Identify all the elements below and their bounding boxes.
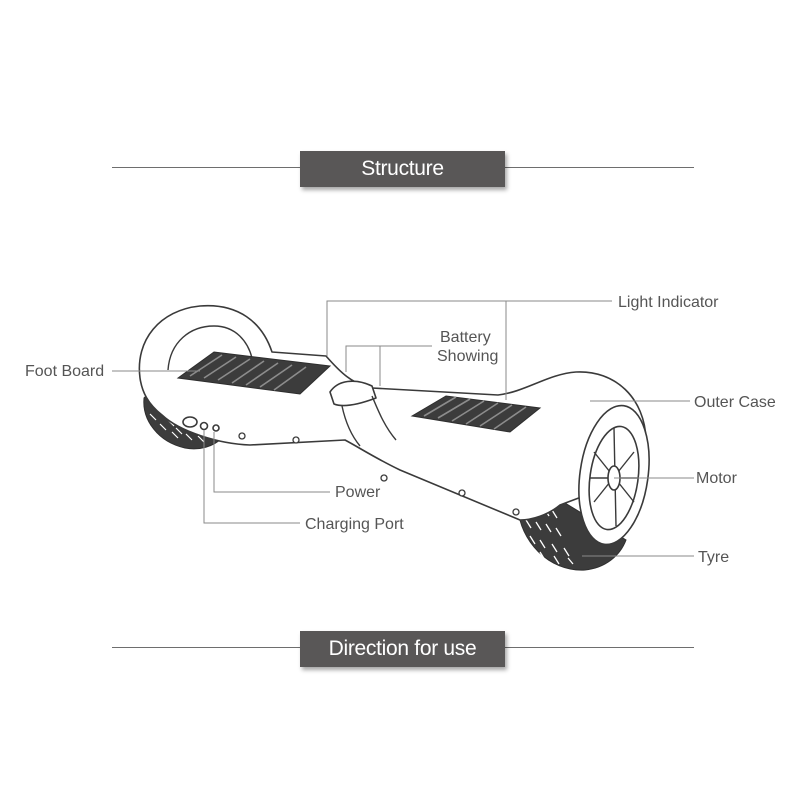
body-dots xyxy=(238,432,520,516)
left-foot-pad xyxy=(176,351,332,395)
body-hole-1 xyxy=(212,424,220,432)
leader-power xyxy=(213,432,330,493)
label-outer-case: Outer Case xyxy=(694,394,776,411)
middle-joint-seam xyxy=(341,405,361,447)
right-wheel-tread xyxy=(517,497,627,571)
left-foot-pad-grooves xyxy=(189,354,307,391)
label-power: Power xyxy=(335,484,381,501)
label-tyre: Tyre xyxy=(698,549,729,566)
middle-joint xyxy=(329,380,377,407)
power-button xyxy=(182,416,198,428)
label-battery-line2: Showing xyxy=(437,348,498,365)
leader-light-indicator xyxy=(326,300,612,356)
label-light-indicator: Light Indicator xyxy=(618,294,719,311)
label-foot-board: Foot Board xyxy=(25,363,104,380)
charging-port xyxy=(199,421,209,431)
hoverboard-body xyxy=(138,304,647,521)
middle-joint-seam-2 xyxy=(371,395,397,441)
label-battery-line1: Battery xyxy=(440,329,491,346)
hoverboard-illustration xyxy=(138,304,650,571)
structure-banner: Structure xyxy=(300,151,505,187)
direction-banner: Direction for use xyxy=(300,631,505,667)
leader-charging-port xyxy=(203,430,300,524)
right-foot-pad-grooves xyxy=(423,396,527,430)
label-motor: Motor xyxy=(696,470,738,487)
label-charging-port: Charging Port xyxy=(305,516,404,533)
left-fender-arch xyxy=(167,325,253,371)
leader-battery-1 xyxy=(345,345,432,372)
leader-lines xyxy=(112,300,694,557)
